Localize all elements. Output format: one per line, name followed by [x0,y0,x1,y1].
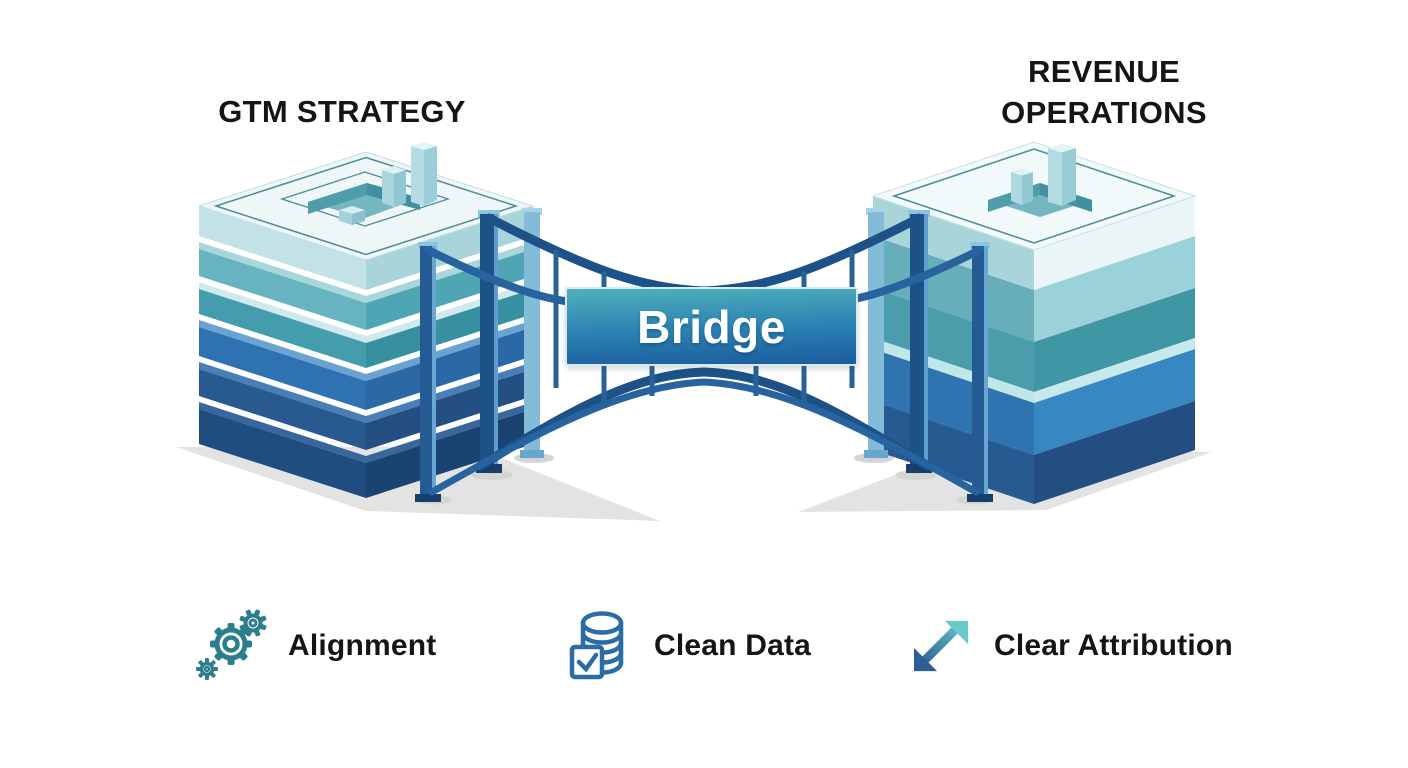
bridge-back-post-foot-left [520,450,544,458]
bridge-back-post-left [524,212,540,452]
feature-alignment: Alignment [194,606,436,686]
bridge-back-post-foot-right [864,450,888,458]
bridge-sign: Bridge [565,287,858,366]
revenue-operations-block [871,141,1197,504]
bridge-back-post-right [868,212,884,452]
revops-mini-bar-short [1011,168,1033,205]
gtm-mini-bar-tall [411,142,437,206]
feature-label-alignment: Alignment [288,629,437,662]
gears-icon [196,609,267,680]
bridge-back-post-cap-right [866,208,886,215]
bridge-tower-right-outer [967,242,993,502]
bridge-tower-left-outer [415,242,441,502]
feature-clear-attribution: Clear Attribution [910,606,1233,686]
feature-clean-data: Clean Data [568,606,811,686]
gtm-mini-bar-cube [339,206,365,225]
diagonal-arrows-icon [913,620,969,672]
feature-label-clean-data: Clean Data [654,629,812,662]
bridge-back-post-cap-left [522,208,542,215]
gtm-strategy-title: GTM STRATEGY [218,94,466,129]
database-check-icon [569,611,624,680]
revops-mini-bar-tall [1048,143,1076,206]
revenue-operations-title: REVENUE OPERATIONS [1001,54,1207,130]
gtm-mini-bar-medium [382,166,406,207]
feature-label-clear-attribution: Clear Attribution [994,629,1233,662]
